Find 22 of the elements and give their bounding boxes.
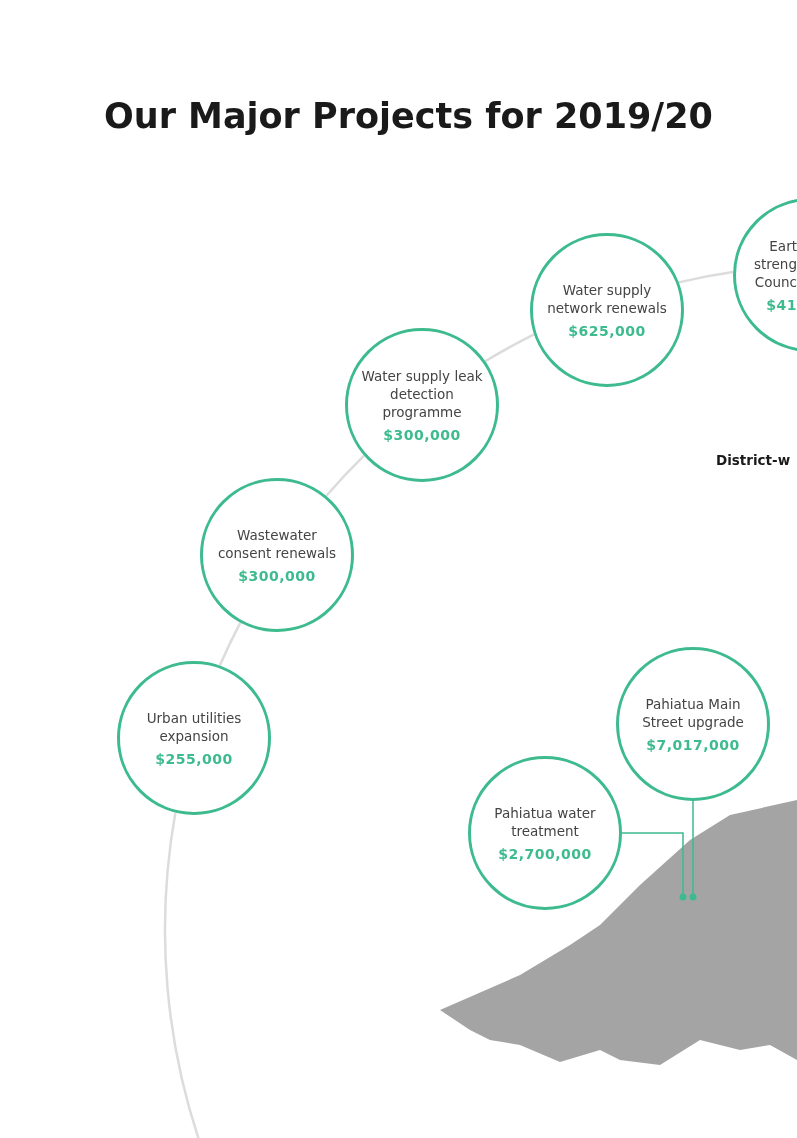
project-cost: $255,000 (155, 751, 233, 768)
project-cost: $300,000 (383, 427, 461, 444)
project-name: Pahiatua Main Street upgrade (641, 694, 745, 732)
project-cost: $41 (765, 297, 797, 314)
title: Our Major Projects for 2019/20 (104, 96, 713, 136)
connector-arc (678, 270, 734, 284)
connector-arc (484, 333, 535, 363)
project-cost: $2,700,000 (498, 846, 592, 863)
connector-arc (218, 622, 242, 666)
connector-arc (325, 454, 365, 497)
project-name: Urban utilities expansion (145, 708, 243, 746)
leader-line (621, 832, 687, 901)
project-cost: $300,000 (238, 568, 316, 585)
leader-line (689, 800, 697, 901)
project-name: Wastewater consent renewals (216, 525, 338, 563)
project-cost: $625,000 (568, 323, 646, 340)
project-cost: $7,017,000 (646, 737, 740, 754)
section-label: District-w (716, 452, 791, 468)
project-name: Pahiatua water treatment (493, 803, 597, 841)
project-name: Water supply leak detection programme (360, 366, 484, 422)
project-name: Water supply network renewals (546, 280, 668, 318)
project-name: Eart streng Counc (753, 236, 797, 292)
